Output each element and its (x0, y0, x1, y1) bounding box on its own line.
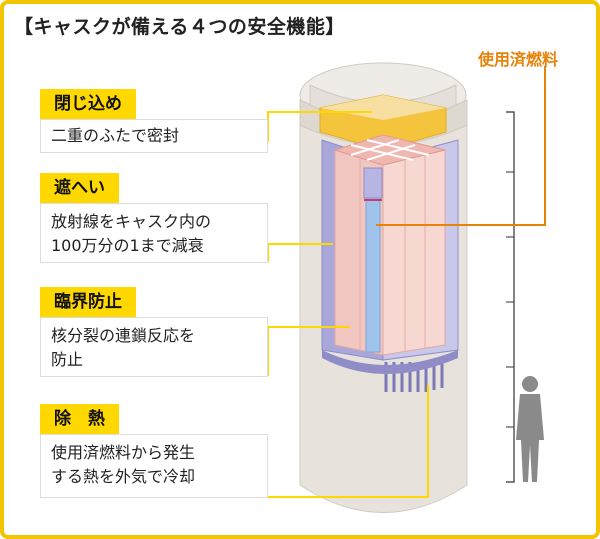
grid-line (366, 139, 430, 156)
desc-line: 100万分の1まで減衰 (51, 236, 204, 255)
function-desc-containment: 二重のふたで密封 (40, 119, 268, 153)
height-scale (506, 111, 515, 483)
diagram-title: 【キャスクが備える４つの安全機能】 (14, 16, 345, 38)
connector-criticality (267, 326, 350, 376)
spent-fuel-label: 使用済燃料 (478, 50, 559, 69)
function-heading-criticality: 臨界防止 (40, 287, 136, 317)
function-desc-criticality: 核分裂の連鎖反応を 防止 (40, 317, 268, 377)
grid-line (350, 144, 414, 161)
function-desc-shielding: 放射線をキャスク内の 100万分の1まで減衰 (40, 203, 268, 263)
desc-line: する熱を外気で冷却 (51, 467, 196, 486)
connector-shielding (267, 243, 333, 262)
grid-line (366, 144, 416, 161)
function-heading-heat-removal: 除 熱 (40, 404, 119, 434)
function-desc-heat-removal: 使用済燃料から発生 する熱を外気で冷却 (40, 434, 268, 498)
grid-line (350, 139, 400, 156)
person-silhouette (516, 376, 544, 482)
desc-line: 核分裂の連鎖反応を (51, 326, 196, 345)
function-heading-shielding: 遮へい (40, 173, 119, 203)
connector-lines (267, 111, 429, 498)
cask-lid-top (320, 95, 446, 120)
fuel-assembly-top (363, 167, 383, 199)
desc-line: 二重のふたで密封 (51, 126, 180, 145)
desc-line: 放射線をキャスク内の (51, 212, 212, 231)
container-base (322, 350, 458, 374)
connector-fuel (376, 66, 546, 226)
function-heading-containment: 閉じ込め (40, 89, 136, 119)
desc-line: 防止 (51, 350, 84, 369)
fuel-basket-right (382, 149, 446, 356)
connector-heat (268, 385, 429, 498)
connector-containment (267, 111, 372, 142)
desc-line: 使用済燃料から発生 (51, 443, 196, 462)
